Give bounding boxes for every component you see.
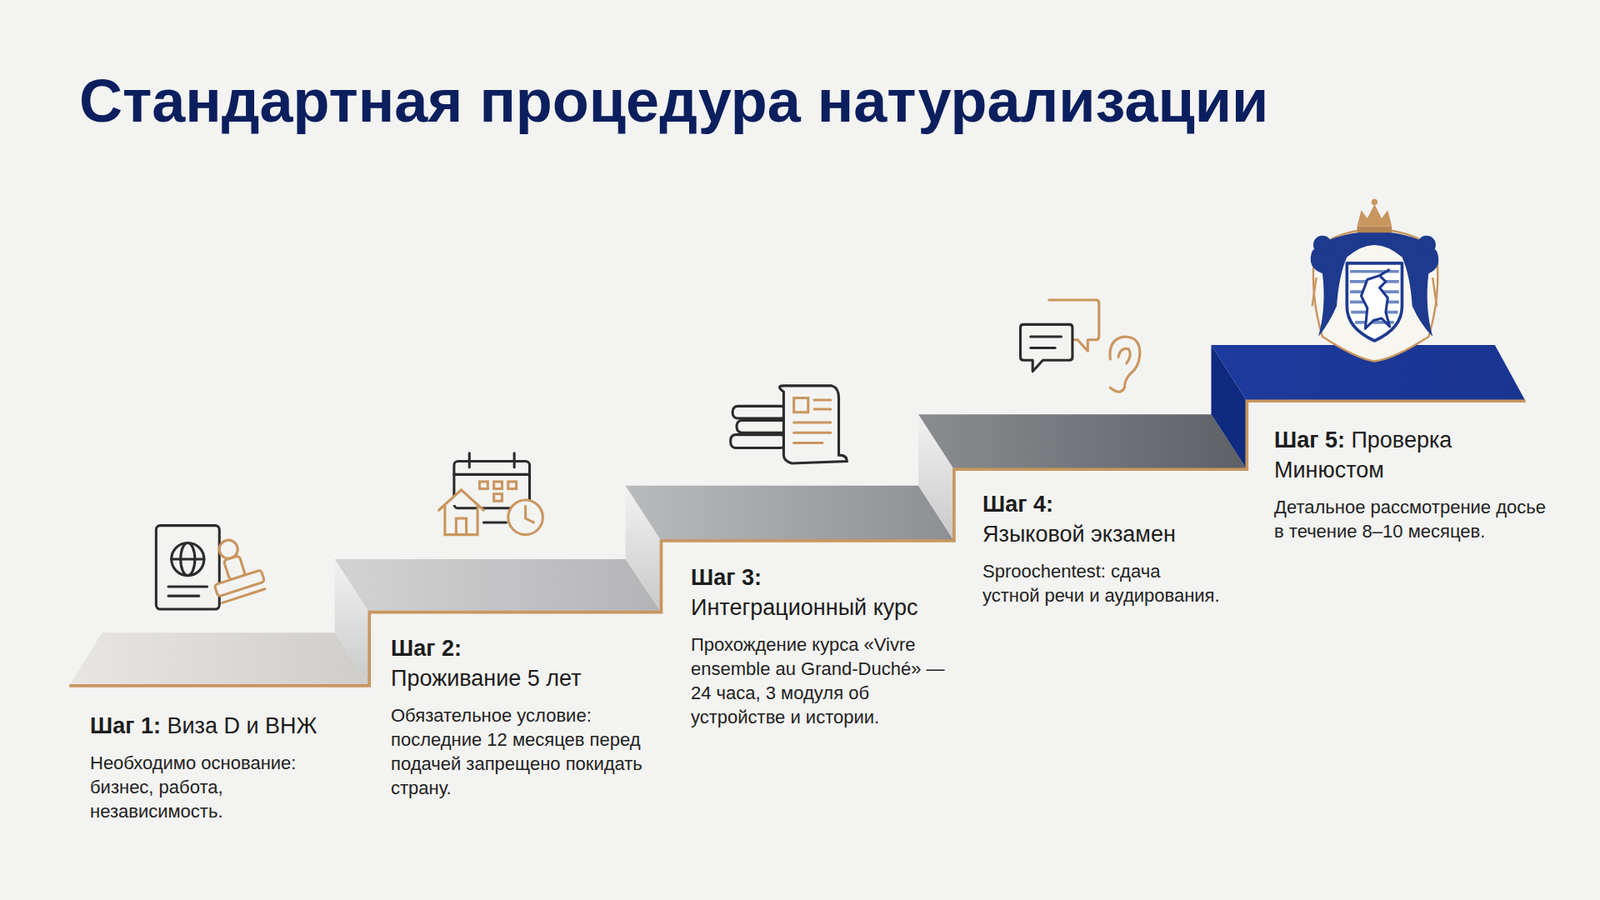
step-heading: Шаг 1: Виза D и ВНЖ [90, 710, 349, 741]
step-block: Шаг 4: Языковой экзаменSproochentest: сд… [982, 489, 1220, 608]
step-description: Обязательное условие: последние 12 месяц… [390, 703, 670, 800]
step-block: Шаг 3: Интеграционный курсПрохождение ку… [690, 562, 958, 730]
step-heading: Шаг 5: Проверка Минюстом [1274, 425, 1558, 485]
step-heading: Шаг 4: Языковой экзамен [982, 489, 1220, 550]
step-description: Прохождение курса «Vivre ensemble au Gra… [690, 632, 958, 730]
step-number: Шаг 4: [982, 491, 1054, 517]
step-title: Виза D и ВНЖ [160, 713, 318, 739]
step-block: Шаг 2: Проживание 5 летОбязательное усло… [390, 633, 670, 800]
step-description: Необходимо основание: бизнес, работа, не… [90, 750, 349, 824]
step-number: Шаг 1: [90, 713, 161, 739]
speech-ear-icon [1020, 300, 1140, 392]
calendar-house-icon [439, 453, 544, 535]
step-block: Шаг 5: Проверка МинюстомДетальное рассмо… [1274, 425, 1558, 544]
step-description: Детальное рассмотрение досье в течение 8… [1274, 495, 1558, 544]
step-description: Sproochentest: сдача устной речи и аудир… [982, 559, 1220, 608]
step-block: Шаг 1: Виза D и ВНЖ Необходимо основание:… [90, 710, 349, 824]
diagram-title: Стандартная процедура натурализации [79, 68, 1269, 135]
step-heading: Шаг 3: Интеграционный курс [690, 562, 958, 623]
step-title: Интеграционный курс [690, 592, 958, 623]
step-title: Языковой экзамен [982, 519, 1220, 550]
step-number: Шаг 5: [1274, 427, 1345, 453]
step-number: Шаг 2: [390, 635, 462, 661]
coat-of-arms [1310, 199, 1440, 362]
passport-icon [155, 525, 267, 610]
step-title: Проживание 5 лет [390, 663, 670, 694]
books-scroll-icon [730, 385, 848, 464]
step-number: Шаг 3: [690, 565, 762, 590]
step-heading: Шаг 2: Проживание 5 лет [390, 633, 670, 694]
